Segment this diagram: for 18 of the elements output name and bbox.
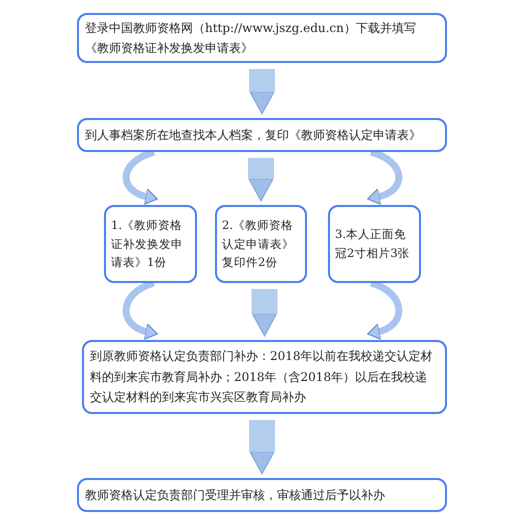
step-text: 到人事档案所在地查找本人档案，复印《教师资格认定申请表》 — [85, 126, 421, 144]
step-text: 3.本人正面免冠2寸相片3张 — [335, 226, 411, 262]
process-box — [82, 340, 447, 414]
process-box — [328, 205, 421, 283]
step-text: 到原教师资格认定负责部门补办：2018年以前在我校递交认定材料的到来宾市教育局补办；2018年（含2018年）以后在我校递交认定材料的到来宾市兴宾区教育局补办 — [90, 348, 434, 406]
step-text: 登录中国教师资格网（http://www.jszg.edu.cn）下载并填写《教师资格证补发换发申请表》 — [85, 20, 417, 57]
block-arrow — [252, 289, 278, 336]
block-arrow — [248, 158, 274, 202]
process-box — [215, 205, 307, 283]
step-text: 1.《教师资格证补发换发申请表》1份 — [111, 216, 184, 272]
process-box — [77, 13, 447, 63]
process-box — [104, 205, 197, 283]
block-arrow — [249, 420, 275, 474]
process-box — [77, 118, 447, 152]
step-text: 2.《教师资格认定申请表》复印件2份 — [222, 216, 295, 272]
block-arrow — [249, 69, 275, 114]
step-text: 教师资格认定负责部门受理并审核，审核通过后予以补办 — [85, 486, 385, 504]
process-box — [77, 478, 447, 512]
